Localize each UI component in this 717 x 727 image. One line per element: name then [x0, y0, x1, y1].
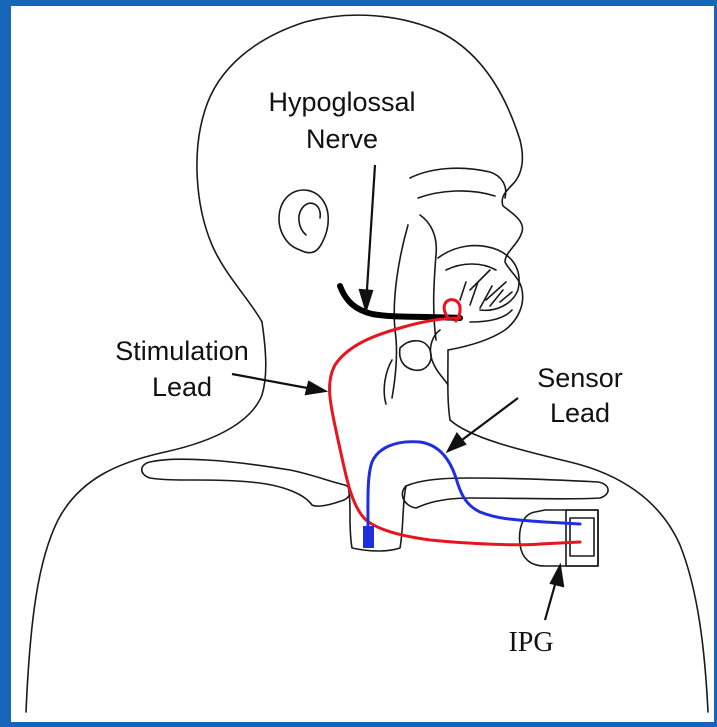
- nasal-cavity: [410, 168, 506, 198]
- lower-lip: [470, 310, 512, 322]
- label-ipg: IPG: [508, 627, 553, 658]
- sensor-lead: [368, 442, 580, 528]
- larynx-outline: [400, 341, 431, 371]
- label-stimulation-lead: Lead: [152, 372, 212, 402]
- stim-arrow-line: [232, 374, 318, 390]
- ear-outline: [279, 190, 328, 253]
- sensor-arrow-head: [448, 434, 465, 451]
- hyoid-region: [430, 330, 448, 385]
- sensor-tip: [363, 526, 374, 548]
- right-clavicle: [402, 478, 608, 508]
- tongue-inner: [446, 264, 496, 270]
- label-sensor: Sensor: [537, 363, 623, 393]
- hypoglossal-nerve: [340, 286, 460, 318]
- stim-arrow-head: [306, 382, 325, 394]
- left-clavicle: [142, 459, 350, 506]
- ipg-arrow-head: [551, 566, 563, 586]
- label-nerve: Nerve: [306, 124, 378, 154]
- pharynx-wall: [392, 225, 408, 398]
- left-shoulder-outline: [26, 322, 266, 712]
- label-sensor-lead: Lead: [550, 398, 610, 428]
- nerve-arrow-head: [360, 290, 372, 310]
- trachea-line: [384, 360, 392, 404]
- tongue-fibres: [460, 270, 512, 308]
- nerve-arrow-line: [366, 165, 375, 305]
- label-hypoglossal: Hypoglossal: [268, 87, 415, 117]
- sternum-notch: [348, 486, 406, 551]
- label-stimulation: Stimulation: [115, 336, 249, 366]
- ear-inner: [299, 203, 320, 235]
- palate-line: [418, 191, 495, 198]
